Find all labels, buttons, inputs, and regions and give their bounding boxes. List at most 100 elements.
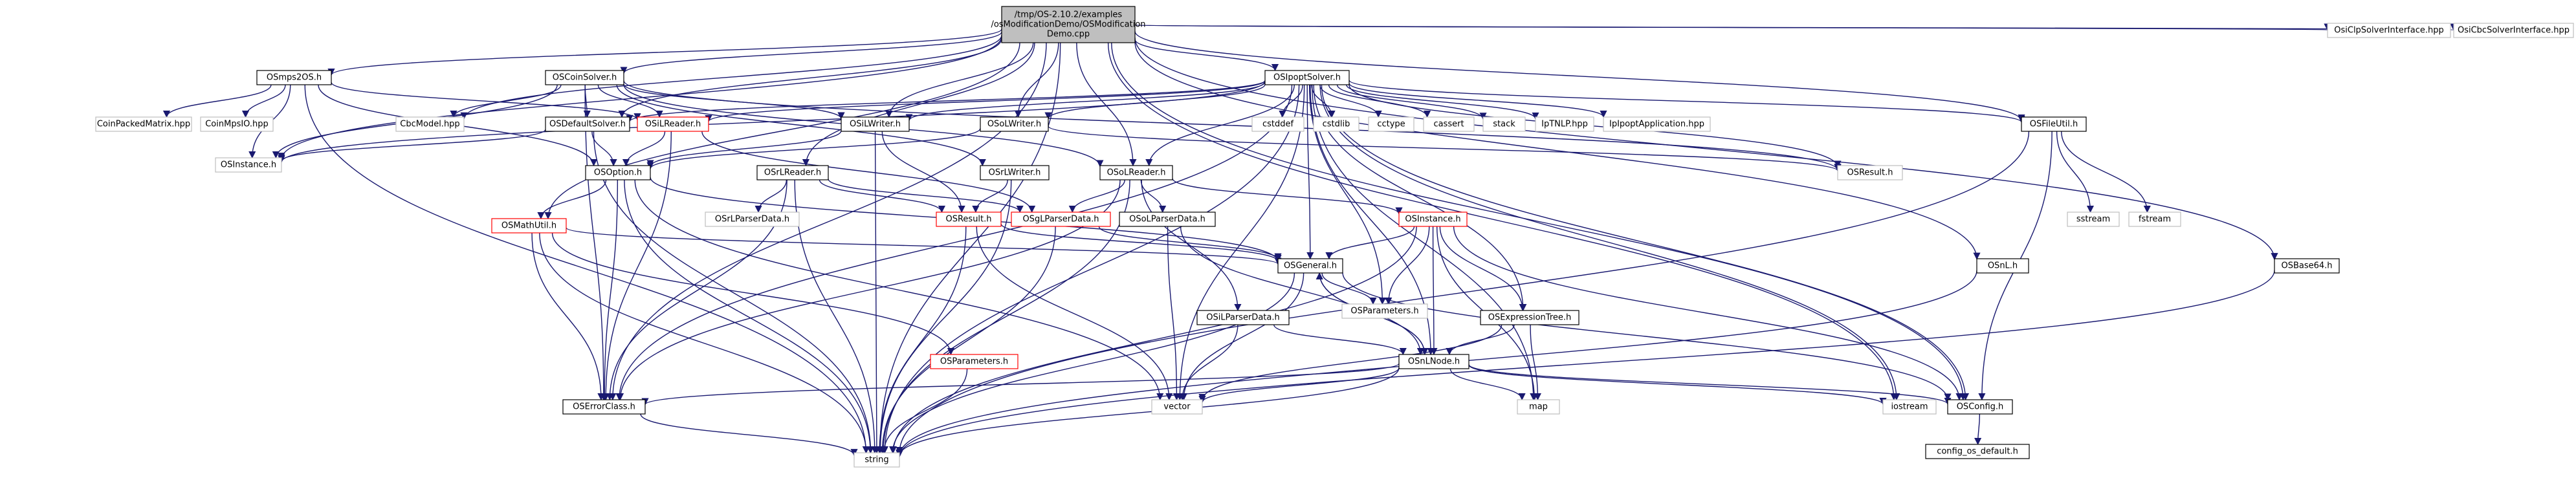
node-OSInstance[interactable]: OSInstance.h xyxy=(1398,212,1468,227)
node-OSmps2OS[interactable]: OSmps2OS.h xyxy=(256,70,332,85)
node-box-CbcModel[interactable] xyxy=(395,116,465,132)
node-OSResult_ext[interactable]: OSResult.h xyxy=(1837,165,1903,180)
node-box-OSExpressionTree[interactable] xyxy=(1480,310,1580,325)
node-box-OSiLWriter[interactable] xyxy=(841,116,910,132)
node-box-OSInstance_top[interactable] xyxy=(215,157,282,173)
node-OsiClpSolverInterface[interactable]: OsiClpSolverInterface.hpp xyxy=(2327,23,2451,38)
node-box-cstdlib[interactable] xyxy=(1313,116,1360,132)
node-box-root[interactable] xyxy=(1001,6,1136,43)
node-box-map[interactable] xyxy=(1517,399,1560,415)
node-config_os_default[interactable]: config_os_default.h xyxy=(1925,444,2030,459)
node-box-vector[interactable] xyxy=(1151,399,1203,415)
node-OSBase64[interactable]: OSBase64.h xyxy=(2274,258,2340,274)
node-OSCoinSolver[interactable]: OSCoinSolver.h xyxy=(545,70,624,85)
node-OSErrorClass[interactable]: OSErrorClass.h xyxy=(562,399,646,415)
node-box-OSiLReader[interactable] xyxy=(637,116,709,132)
node-OSiLParserData[interactable]: OSiLParserData.h xyxy=(1196,310,1290,325)
node-cctype[interactable]: cctype xyxy=(1368,116,1415,132)
node-OSnL[interactable]: OSnL.h xyxy=(1976,258,2029,274)
node-box-CoinPackedMatrix[interactable] xyxy=(95,116,192,132)
node-box-OsiCbcSolverInterface[interactable] xyxy=(2453,23,2574,38)
node-box-OSoLParserData[interactable] xyxy=(1119,212,1216,227)
node-CbcModel[interactable]: CbcModel.hpp xyxy=(395,116,465,132)
node-box-OSiLParserData[interactable] xyxy=(1196,310,1290,325)
node-OSrLWriter[interactable]: OSrLWriter.h xyxy=(980,165,1050,180)
node-OSGeneral[interactable]: OSGeneral.h xyxy=(1277,258,1343,274)
node-box-OSOption[interactable] xyxy=(585,165,651,180)
node-OSgLParserData[interactable]: OSgLParserData.h xyxy=(1011,212,1111,227)
node-vector[interactable]: vector xyxy=(1151,399,1203,415)
node-OSInstance_top[interactable]: OSInstance.h xyxy=(215,157,282,173)
node-box-CoinMpsIO[interactable] xyxy=(200,116,274,132)
node-box-OSConfig[interactable] xyxy=(1947,399,2013,415)
node-root[interactable]: /tmp/OS-2.10.2/examples/osModificationDe… xyxy=(991,6,1146,43)
node-OSiLReader[interactable]: OSiLReader.h xyxy=(637,116,709,132)
node-OSFileUtil[interactable]: OSFileUtil.h xyxy=(2021,116,2087,132)
node-box-config_os_default[interactable] xyxy=(1925,444,2030,459)
node-OSoLWriter[interactable]: OSoLWriter.h xyxy=(980,116,1049,132)
node-box-cctype[interactable] xyxy=(1368,116,1415,132)
node-string[interactable]: string xyxy=(853,452,900,468)
node-cassert[interactable]: cassert xyxy=(1423,116,1475,132)
node-box-stack[interactable] xyxy=(1482,116,1526,132)
node-OSMathUtil[interactable]: OSMathUtil.h xyxy=(491,218,567,234)
node-box-OSInstance[interactable] xyxy=(1398,212,1468,227)
node-OsiCbcSolverInterface[interactable]: OsiCbcSolverInterface.hpp xyxy=(2453,23,2574,38)
node-map[interactable]: map xyxy=(1517,399,1560,415)
node-box-OSFileUtil[interactable] xyxy=(2021,116,2087,132)
node-box-IpIpoptApplication[interactable] xyxy=(1603,116,1711,132)
node-CoinMpsIO[interactable]: CoinMpsIO.hpp xyxy=(200,116,274,132)
node-box-IpTNLP[interactable] xyxy=(1535,116,1594,132)
node-box-OSMathUtil[interactable] xyxy=(491,218,567,234)
node-OSoLReader[interactable]: OSoLReader.h xyxy=(1099,165,1173,180)
node-box-OSParameters_err[interactable] xyxy=(930,354,1018,369)
node-OSIpoptSolver[interactable]: OSIpoptSolver.h xyxy=(1264,70,1350,85)
node-box-OSrLParserData[interactable] xyxy=(705,212,800,227)
node-sstream[interactable]: sstream xyxy=(2067,212,2120,227)
node-box-OSDefaultSolver[interactable] xyxy=(545,116,630,132)
node-box-OSErrorClass[interactable] xyxy=(562,399,646,415)
node-box-OSoLReader[interactable] xyxy=(1099,165,1173,180)
node-box-OSIpoptSolver[interactable] xyxy=(1264,70,1350,85)
node-box-OSrLReader[interactable] xyxy=(756,165,829,180)
node-box-OSmps2OS[interactable] xyxy=(256,70,332,85)
node-cstdlib[interactable]: cstdlib xyxy=(1313,116,1360,132)
node-OSOption[interactable]: OSOption.h xyxy=(585,165,651,180)
node-OSExpressionTree[interactable]: OSExpressionTree.h xyxy=(1480,310,1580,325)
node-box-OSParameters_mid[interactable] xyxy=(1341,303,1428,319)
node-OSrLReader[interactable]: OSrLReader.h xyxy=(756,165,829,180)
node-box-OSnL[interactable] xyxy=(1976,258,2029,274)
node-box-OSnLNode[interactable] xyxy=(1398,354,1470,369)
node-OSnLNode[interactable]: OSnLNode.h xyxy=(1398,354,1470,369)
node-OSDefaultSolver[interactable]: OSDefaultSolver.h xyxy=(545,116,630,132)
node-IpIpoptApplication[interactable]: IpIpoptApplication.hpp xyxy=(1603,116,1711,132)
node-box-OSResult[interactable] xyxy=(936,212,1002,227)
node-box-OSBase64[interactable] xyxy=(2274,258,2340,274)
node-OSConfig[interactable]: OSConfig.h xyxy=(1947,399,2013,415)
node-box-cstddef[interactable] xyxy=(1251,116,1305,132)
node-box-OSgLParserData[interactable] xyxy=(1011,212,1111,227)
node-stack[interactable]: stack xyxy=(1482,116,1526,132)
node-box-OSResult_ext[interactable] xyxy=(1837,165,1903,180)
node-fstream[interactable]: fstream xyxy=(2128,212,2181,227)
node-box-fstream[interactable] xyxy=(2128,212,2181,227)
node-box-iostream[interactable] xyxy=(1882,399,1937,415)
node-OSiLWriter[interactable]: OSiLWriter.h xyxy=(841,116,910,132)
node-OSResult[interactable]: OSResult.h xyxy=(936,212,1002,227)
node-OSoLParserData[interactable]: OSoLParserData.h xyxy=(1119,212,1216,227)
node-OSParameters_err[interactable]: OSParameters.h xyxy=(930,354,1018,369)
node-iostream[interactable]: iostream xyxy=(1882,399,1937,415)
node-cstddef[interactable]: cstddef xyxy=(1251,116,1305,132)
node-box-OSrLWriter[interactable] xyxy=(980,165,1050,180)
node-box-sstream[interactable] xyxy=(2067,212,2120,227)
node-CoinPackedMatrix[interactable]: CoinPackedMatrix.hpp xyxy=(95,116,192,132)
node-box-OSoLWriter[interactable] xyxy=(980,116,1049,132)
node-box-OSGeneral[interactable] xyxy=(1277,258,1343,274)
node-OSParameters_mid[interactable]: OSParameters.h xyxy=(1341,303,1428,319)
node-box-string[interactable] xyxy=(853,452,900,468)
node-OSrLParserData[interactable]: OSrLParserData.h xyxy=(705,212,800,227)
node-IpTNLP[interactable]: IpTNLP.hpp xyxy=(1535,116,1594,132)
node-box-cassert[interactable] xyxy=(1423,116,1475,132)
node-box-OSCoinSolver[interactable] xyxy=(545,70,624,85)
node-box-OsiClpSolverInterface[interactable] xyxy=(2327,23,2451,38)
